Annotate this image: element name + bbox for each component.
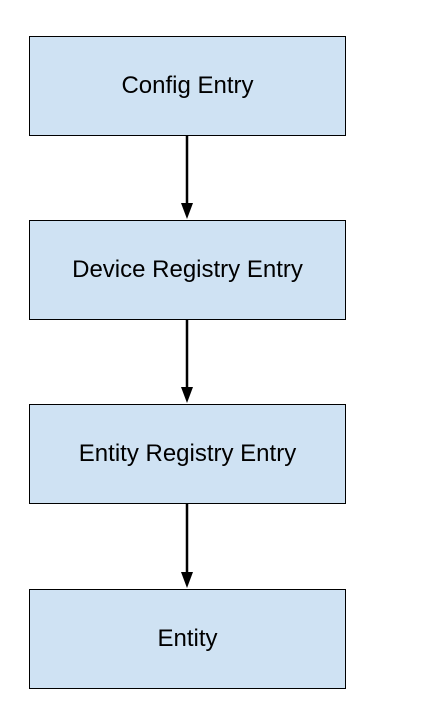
node-label: Device Registry Entry	[72, 256, 303, 283]
node-label: Config Entry	[121, 72, 254, 99]
config-entry-node: Config Entry	[29, 36, 346, 136]
device-registry-entry-node: Device Registry Entry	[29, 220, 346, 320]
node-label: Entity Registry Entry	[78, 440, 297, 467]
node-label: Entity	[157, 625, 218, 652]
arrow-3	[181, 504, 193, 588]
arrow-2	[181, 320, 193, 403]
arrow-1	[181, 136, 193, 219]
entity-registry-entry-node: Entity Registry Entry	[29, 404, 346, 504]
entity-node: Entity	[29, 589, 346, 689]
